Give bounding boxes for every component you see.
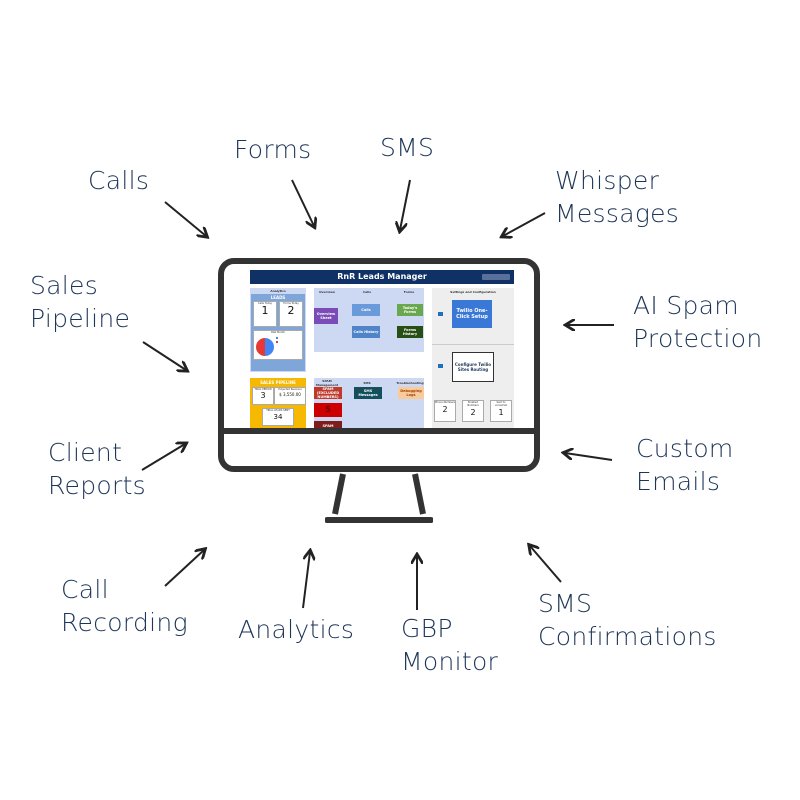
label-sms: SMS (380, 133, 435, 162)
past-month-pie (256, 338, 274, 356)
arrow-forms (291, 179, 314, 226)
debugging-logs-button[interactable]: Debugging Logs (398, 387, 424, 399)
arrow-client-reports (141, 444, 185, 471)
forms-today-card: Forms Today 2 (279, 301, 303, 327)
configure-routing-icon (438, 364, 443, 368)
todays-forms-button[interactable]: Today's Forms (397, 304, 423, 316)
monitor-chin (224, 428, 534, 466)
analytics-panel: Analytics LEADS Calls Today 1 Forms Toda… (250, 288, 306, 372)
enabled-numbers-card: Enabled Numbers 2 (462, 400, 484, 422)
label-analytics: Analytics (238, 615, 355, 644)
twilio-setup-icon (438, 312, 443, 316)
overview-sheet-button[interactable]: Overview Sheet (314, 308, 338, 324)
arrow-calls (164, 201, 206, 236)
arrow-sms-confirmations (530, 546, 562, 583)
sms-messages-button[interactable]: SMS Messages (354, 387, 382, 399)
dashboard-screen: RnR Leads Manager Analytics LEADS Calls … (248, 268, 518, 440)
arrow-analytics (302, 552, 310, 609)
phone-numbers-card: Phone Numbers 2 (434, 400, 456, 422)
arrow-custom-emails (565, 453, 613, 461)
dashboard-header: RnR Leads Manager (250, 270, 514, 284)
overview-calls-forms-panel: Overview Calls Forms Overview Sheet Call… (314, 288, 424, 352)
twilio-setup-button[interactable]: Twilio One-Click Setup (452, 300, 492, 328)
calls-history-button[interactable]: Calls History (352, 326, 380, 338)
past-month-card: Past Month (253, 330, 303, 360)
forms-history-button[interactable]: Forms History (397, 326, 423, 338)
trial-leads-sent-card: TRIAL LEADS SENT 34 (262, 408, 294, 426)
trial-period-card: TRIAL PERIOD 3 (252, 387, 274, 405)
arrow-call-recording (164, 550, 204, 587)
label-calls: Calls (88, 166, 150, 195)
sent-to-voicemail-card: Sent to voicemail 1 (490, 400, 512, 422)
settings-panel: Settings and Configuration Twilio One-Cl… (432, 288, 514, 438)
leads-card: LEADS Calls Today 1 Forms Today 2 Past M… (251, 294, 305, 371)
spam-count: 5 (314, 403, 342, 417)
monitor: RnR Leads Manager Analytics LEADS Calls … (218, 258, 540, 472)
arrow-sms (400, 179, 411, 230)
spam-excluded-button[interactable]: SPAM (EXCLUDED NUMBERS) (314, 387, 342, 399)
configure-routing-button[interactable]: Configure Twilio Sites Routing (452, 352, 494, 382)
label-forms: Forms (234, 135, 312, 164)
calls-button[interactable]: Calls (352, 304, 380, 316)
monitor-stand (325, 473, 433, 523)
calls-today-card: Calls Today 1 (253, 301, 277, 327)
arrow-whisper (503, 212, 546, 236)
dashboard-title: RnR Leads Manager (337, 272, 427, 281)
brand-logo (482, 274, 510, 280)
projected-revenue-card: Projected Revenue $ 3,550.00 (274, 387, 306, 405)
arrow-sales-pipeline (142, 341, 186, 370)
